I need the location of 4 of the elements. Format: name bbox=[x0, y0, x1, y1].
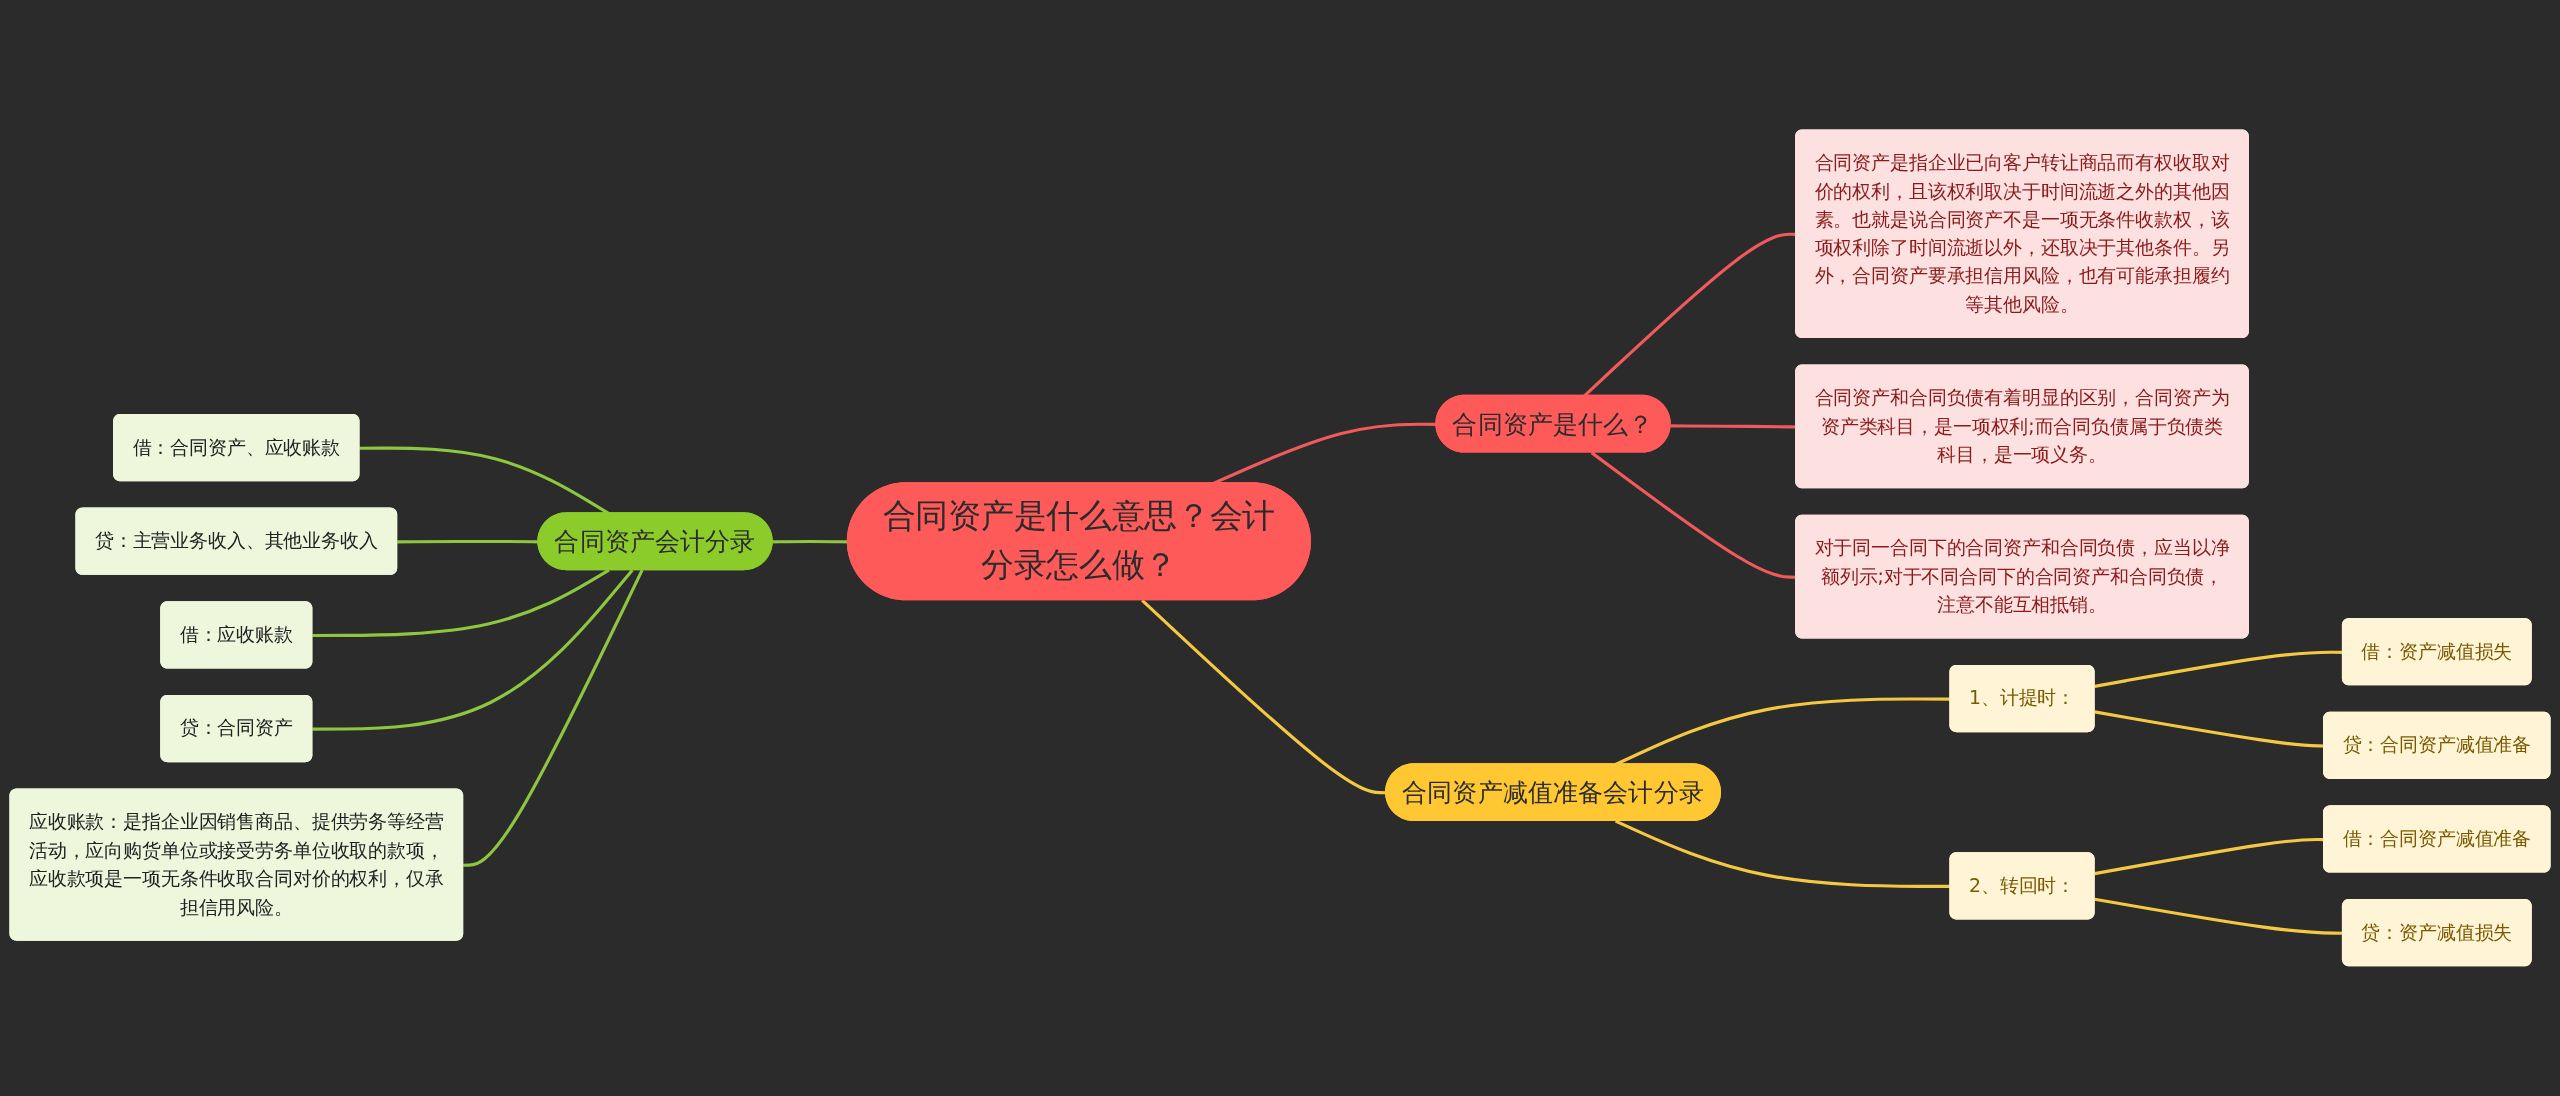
connector bbox=[312, 568, 610, 638]
connector bbox=[463, 569, 644, 867]
connector bbox=[312, 569, 634, 731]
connector bbox=[1614, 819, 1951, 889]
